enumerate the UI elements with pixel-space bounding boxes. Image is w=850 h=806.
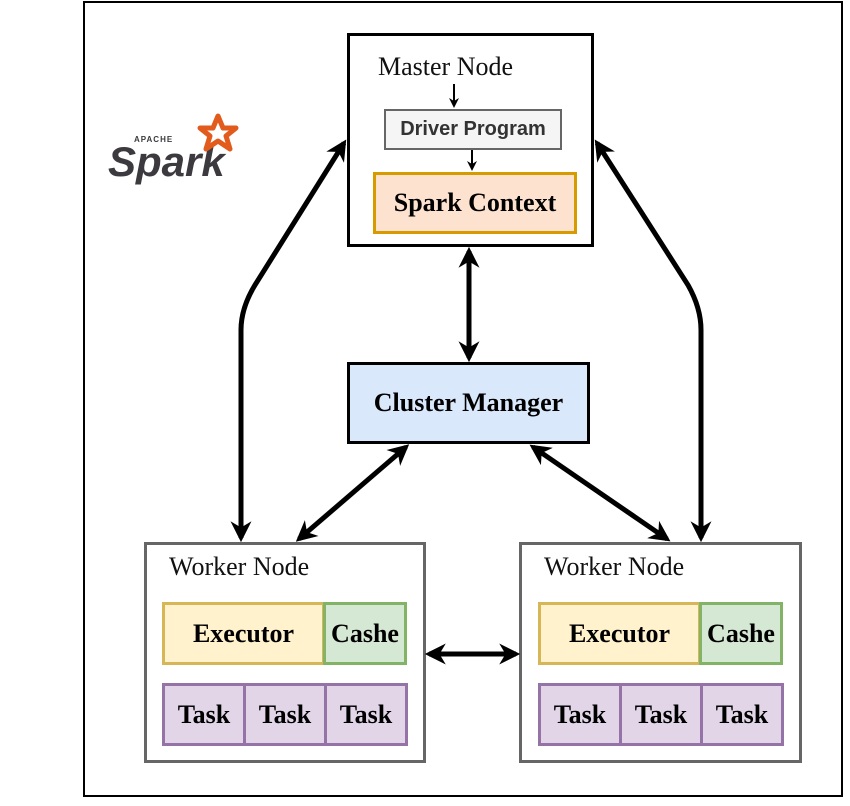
spark-context: Spark Context <box>373 172 577 234</box>
driver-program: Driver Program <box>384 109 562 150</box>
task: Task <box>324 683 408 746</box>
logo-apache-text: APACHE <box>134 135 173 144</box>
worker-node-2: Worker Node Executor Cashe Task Task Tas… <box>519 542 802 763</box>
task: Task <box>162 683 246 746</box>
arrow-master-worker1 <box>230 139 347 543</box>
cache: Cashe <box>699 602 783 665</box>
task: Task <box>243 683 327 746</box>
worker-node-title: Worker Node <box>169 552 310 581</box>
arrow-cluster-worker1 <box>295 444 410 542</box>
arrow-master-worker2 <box>594 139 712 543</box>
logo-star-icon <box>197 113 239 152</box>
spark-logo: APACHE Spark <box>108 113 239 185</box>
master-node-title: Master Node <box>378 52 514 81</box>
worker-node-1: Worker Node Executor Cashe Task Task Tas… <box>144 542 426 763</box>
master-node: Master Node Driver Program Spark Context <box>347 33 594 247</box>
executor: Executor <box>538 602 701 665</box>
executor: Executor <box>162 602 325 665</box>
cluster-manager: Cluster Manager <box>347 362 590 444</box>
worker-node-title: Worker Node <box>544 552 685 581</box>
arrow-cluster-worker2 <box>529 444 671 542</box>
task: Task <box>619 683 703 746</box>
diagram-frame <box>83 1 843 797</box>
task: Task <box>700 683 784 746</box>
cache: Cashe <box>323 602 407 665</box>
